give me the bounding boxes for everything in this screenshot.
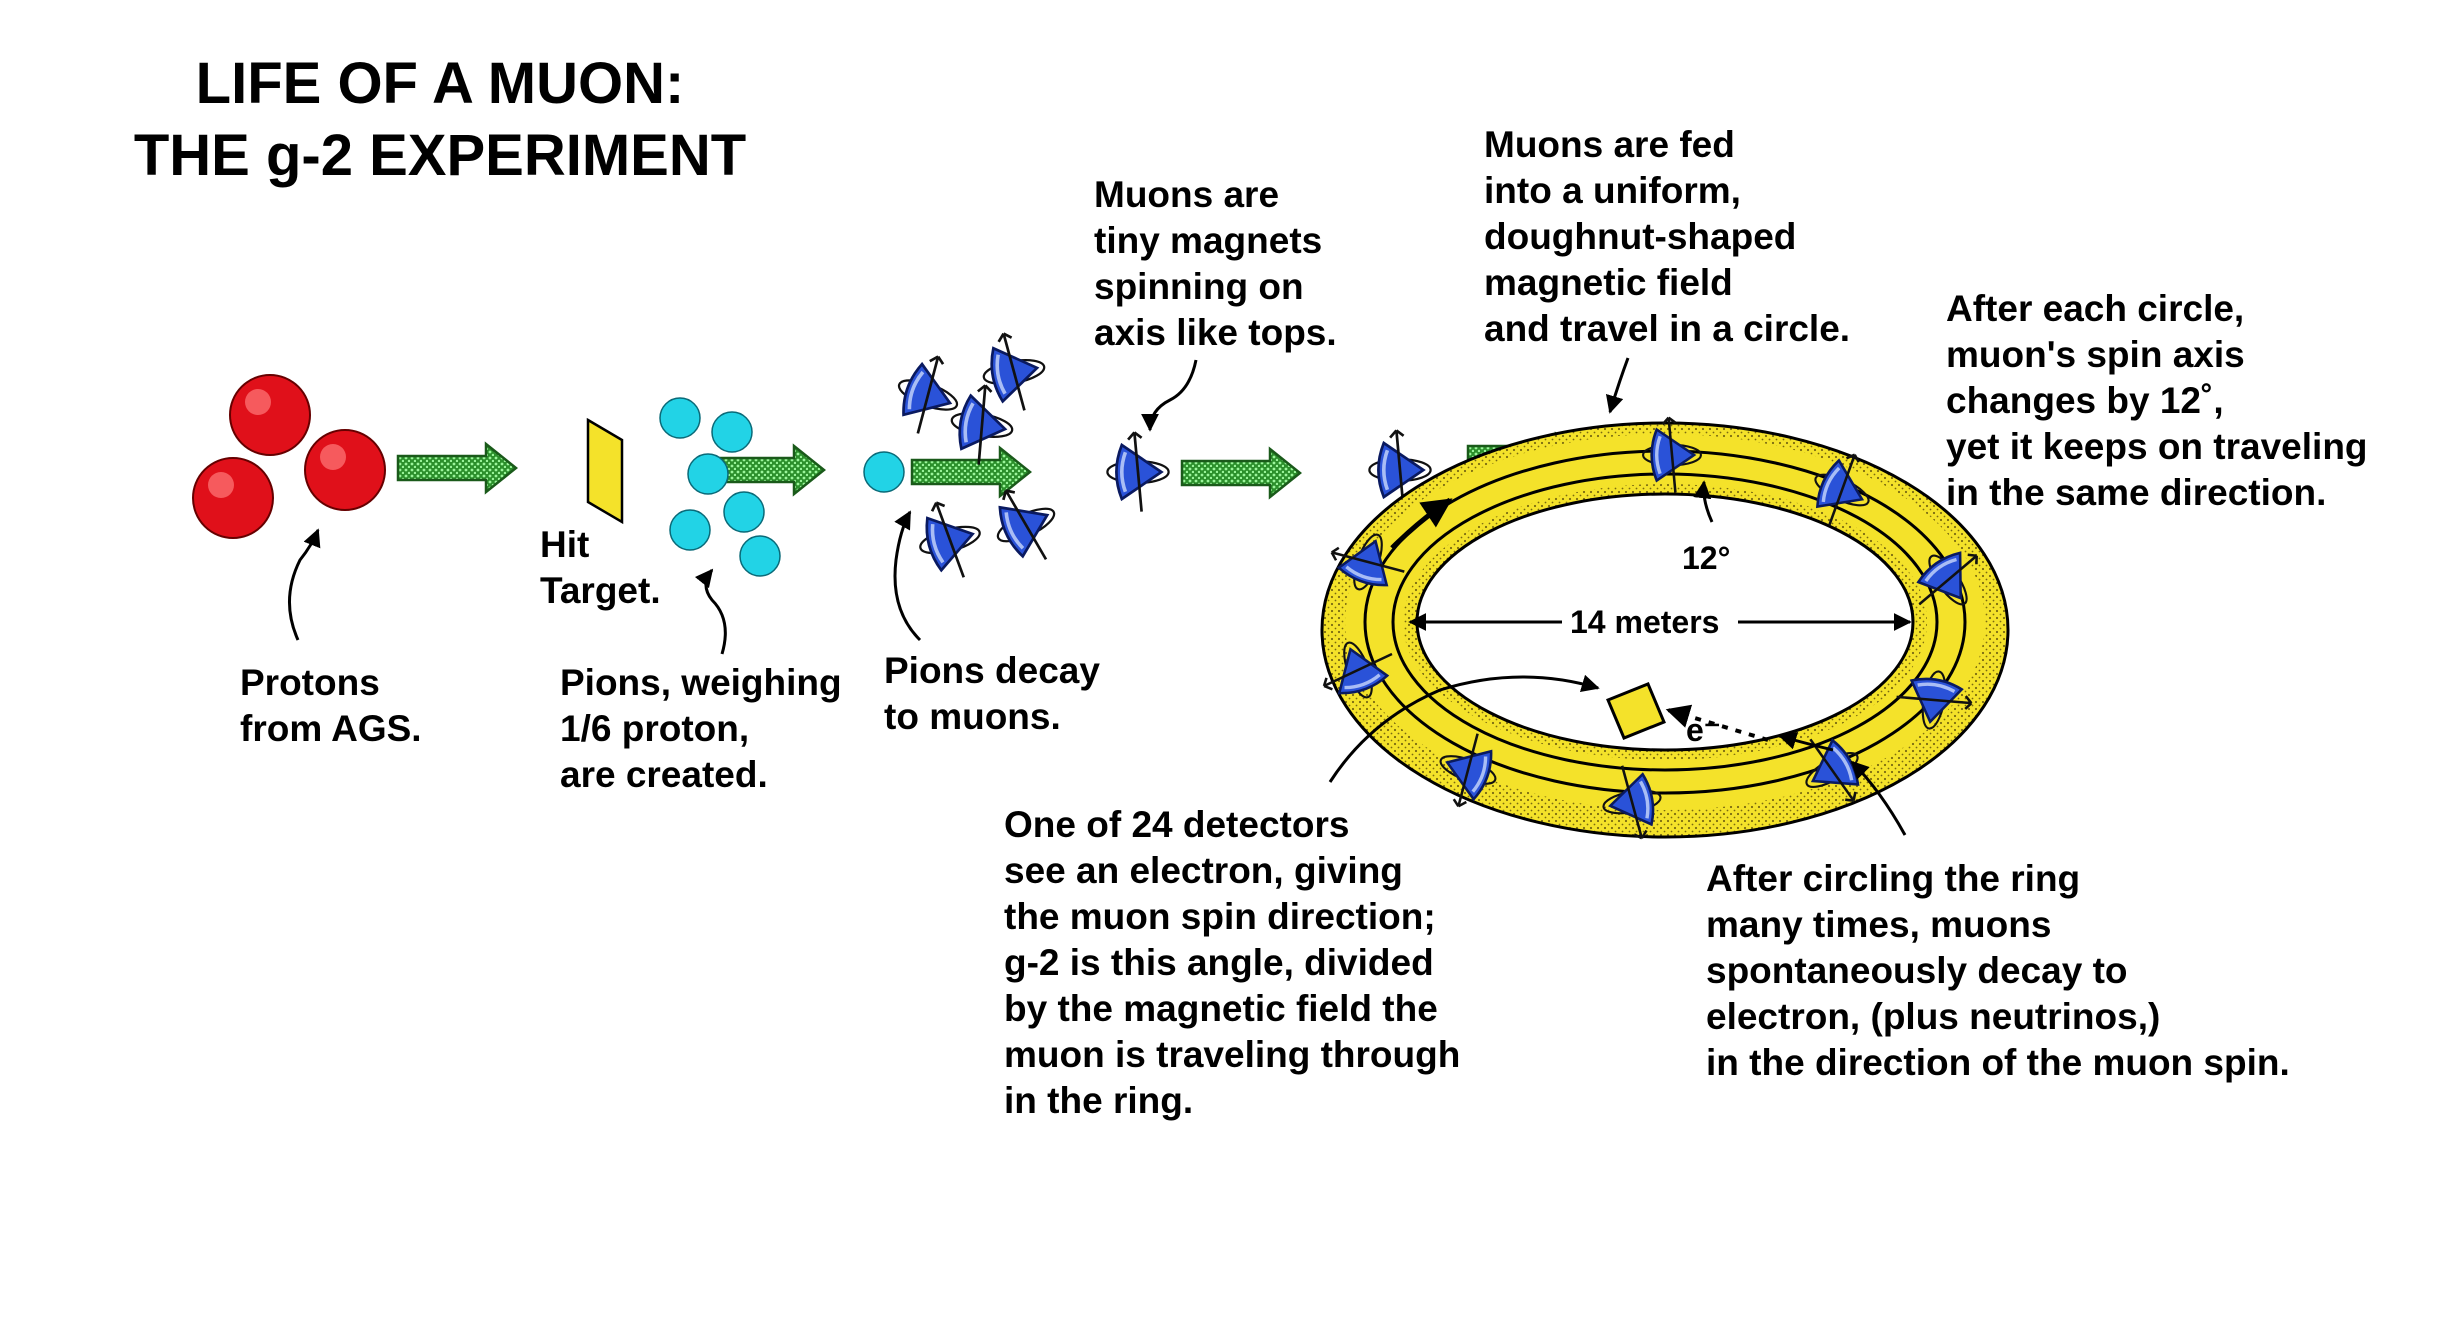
muon xyxy=(908,492,992,588)
label-diameter: 14 meters xyxy=(1566,604,1724,640)
pointer xyxy=(893,510,922,642)
pointer xyxy=(694,568,727,655)
pion xyxy=(863,451,905,493)
pions-group xyxy=(659,397,905,577)
proton xyxy=(229,374,311,456)
label-electron: e⁻ xyxy=(1686,712,1721,748)
pointer xyxy=(1328,674,1600,783)
pion xyxy=(687,453,729,495)
label-after-each-circle: After each circle, muon's spin axis chan… xyxy=(1946,288,2368,513)
pion xyxy=(659,397,701,439)
beam-arrow xyxy=(910,446,1032,498)
diagram-title: LIFE OF A MUON: THE g-2 EXPERIMENT xyxy=(120,48,760,192)
pointer xyxy=(1850,760,1907,836)
pointer xyxy=(288,528,321,641)
beam-arrow xyxy=(396,442,518,494)
detector xyxy=(1606,682,1666,740)
pointer xyxy=(1605,357,1630,414)
label-pions-decay: Pions decay to muons. xyxy=(884,650,1100,737)
muon xyxy=(975,325,1053,419)
proton xyxy=(192,457,274,539)
beam-arrow xyxy=(1180,447,1302,499)
pion xyxy=(723,491,765,533)
label-muons-fed: Muons are fed into a uniform, doughnut-s… xyxy=(1484,124,1851,349)
pointer xyxy=(1141,359,1198,432)
proton xyxy=(304,429,386,511)
label-muons-magnets: Muons are tiny magnets spinning on axis … xyxy=(1094,174,1337,353)
title-line: THE g-2 EXPERIMENT xyxy=(133,123,747,188)
pion xyxy=(711,411,753,453)
pion xyxy=(739,535,781,577)
ring-direction-arrow xyxy=(1390,497,1453,550)
pointer xyxy=(1778,732,1834,752)
electron-track xyxy=(1665,704,1769,742)
muon xyxy=(979,474,1073,576)
pion xyxy=(669,509,711,551)
muon xyxy=(1105,430,1171,514)
label-detectors: One of 24 detectors see an electron, giv… xyxy=(1004,804,1461,1121)
label-protons: Protons from AGS. xyxy=(240,662,422,749)
target xyxy=(586,417,624,525)
title-line: LIFE OF A MUON: xyxy=(195,51,685,116)
pointer xyxy=(1693,480,1714,523)
label-pions-created: Pions, weighing 1/6 proton, are created. xyxy=(560,662,842,795)
protons-group xyxy=(192,374,386,539)
label-hit-target: Hit Target. xyxy=(540,524,661,611)
label-decay: After circling the ring many times, muon… xyxy=(1706,858,2290,1083)
label-angle: 12° xyxy=(1682,540,1731,576)
